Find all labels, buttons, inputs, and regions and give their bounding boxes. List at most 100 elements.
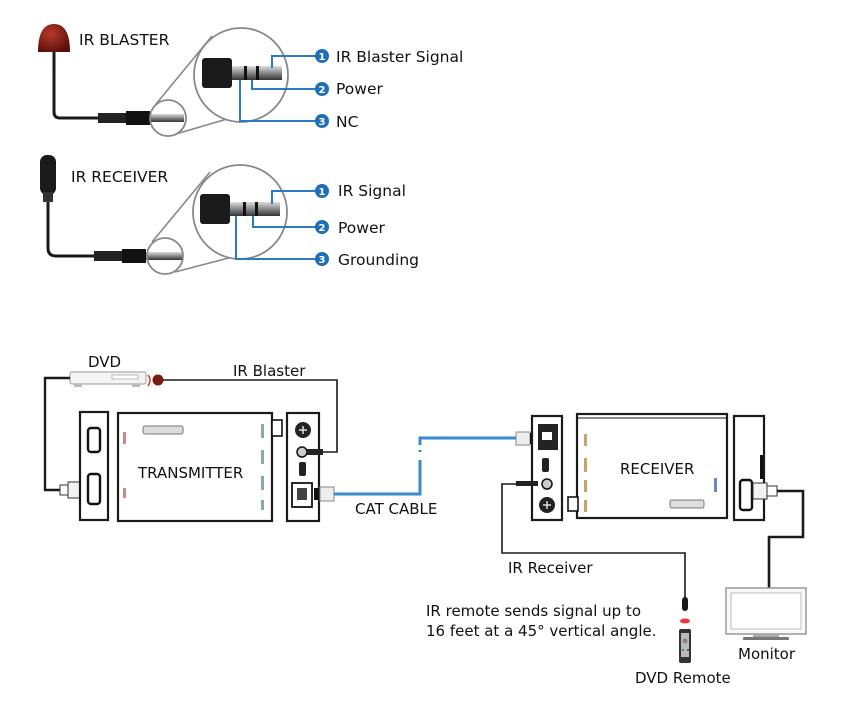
receiver-label: RECEIVER [620,460,694,478]
svg-text:3: 3 [319,255,326,266]
pin-label: NC [336,113,358,131]
svg-text:1: 1 [319,187,326,198]
pin-label: Power [336,80,383,98]
receiver-neck [43,192,53,202]
hdmi-plug [752,482,768,500]
jack-ring [255,202,258,216]
transmitter-label: TRANSMITTER [137,464,243,482]
pin3-wire [239,80,318,122]
transmitter-port-panel [285,411,321,523]
wiring-diagram: DVD IR Blaster TRANSMITTER [43,353,807,687]
ir-blaster-pinout: 1 2 3 IR BLASTER IR Blaster Signal Power… [38,24,463,137]
pin-label: Power [338,219,385,237]
ir-receiver-plug-icon [516,481,538,486]
pin-badge-2: 2 [315,220,329,234]
ir-blaster-cable-label: IR Blaster [233,362,306,380]
zoom-line [151,171,211,243]
jack-ring [256,66,259,80]
ir-receiver-eye-icon [682,597,688,611]
monitor-icon [725,587,807,640]
ir-receiver-cable [501,483,686,600]
hdmi-port-icon [738,478,754,512]
led-indicator [714,478,717,492]
pin-badge-3: 3 [315,252,329,266]
hdmi-plug [766,485,778,497]
side-tab [271,419,283,437]
transmitter-hdmi-panel [78,410,110,522]
jack-enlarged-icon [202,58,232,88]
ir-blaster-emitter-icon [152,374,164,386]
cat-cable [314,431,535,502]
pin1-wire [271,190,318,204]
plug-body [122,249,146,263]
zoom-small-ring [146,237,184,275]
pin-badge-1: 1 [315,49,329,63]
hdmi-cable-source [43,376,70,492]
dvd-label: DVD [88,353,121,371]
side-tab [567,496,579,512]
pin-label: IR Blaster Signal [336,48,463,66]
usb-port-icon [542,458,549,472]
receiver-port-panel [530,414,564,522]
ir-receiver-head-icon [40,155,56,195]
led-indicator [261,476,264,490]
monitor-label: Monitor [738,645,796,663]
ir-receiver-pinout: 1 2 3 IR RECEIVER IR Signal Power Ground… [40,155,419,275]
led-indicator [123,432,126,444]
range-note-line-1: IR remote sends signal up to [426,602,641,620]
jack-enlarged-icon [200,194,230,224]
plug-grip [98,113,126,123]
hdmi-port-icon [86,426,102,454]
ir-port-icon [541,478,553,490]
jack-ring [243,202,246,216]
led-indicator [584,480,587,492]
ir-receiver-cable [46,202,96,258]
hdmi-port-icon [86,472,102,506]
pin2-wire [252,216,318,228]
pin-label: IR Signal [338,182,406,200]
ir-emission-icon [147,374,151,387]
pin2-wire [251,80,318,90]
receiver-device: RECEIVER [567,412,729,520]
ir-blaster-cable [52,52,100,120]
transmitter-device: TRANSMITTER [116,411,283,523]
ir-blaster-plug-icon [307,449,323,455]
status-led-strip [669,499,705,509]
plug-tip [150,114,184,122]
pin1-wire [271,55,318,68]
pin-badge-3: 3 [315,114,329,128]
ir-receiver-cable-label: IR Receiver [508,559,593,577]
plug-tip [146,252,182,260]
led-indicator [261,450,264,464]
plug-grip [94,251,122,261]
pin-badge-2: 2 [315,82,329,96]
pin-label: Grounding [338,251,419,269]
zoom-small-ring [149,99,187,137]
led-indicator [584,500,587,512]
led-indicator [584,458,587,472]
hdmi-plug [59,484,69,496]
jack-ring [244,66,247,80]
ir-signal-icon [680,618,690,624]
svg-text:1: 1 [319,52,326,63]
dvd-remote-icon [679,629,691,663]
svg-text:2: 2 [319,85,326,96]
dvd-remote-label: DVD Remote [635,669,731,687]
cat-cable-label: CAT CABLE [355,500,437,518]
hdmi-cable-display [767,489,805,588]
pin-badge-1: 1 [315,184,329,198]
pin3-wire [235,216,318,260]
led-indicator [123,488,126,498]
ir-receiver-title: IR RECEIVER [71,168,168,186]
svg-text:2: 2 [319,223,326,234]
ir-blaster-cable [163,379,338,453]
range-note-line-2: 16 feet at a 45° vertical angle. [426,622,656,640]
svg-text:3: 3 [319,117,326,128]
led-indicator [584,434,587,446]
ir-blaster-head-icon [38,24,70,52]
usb-port-icon [299,462,306,476]
ir-blaster-title: IR BLASTER [79,31,170,49]
plug-body [126,111,150,125]
dvd-player-icon [69,371,147,387]
